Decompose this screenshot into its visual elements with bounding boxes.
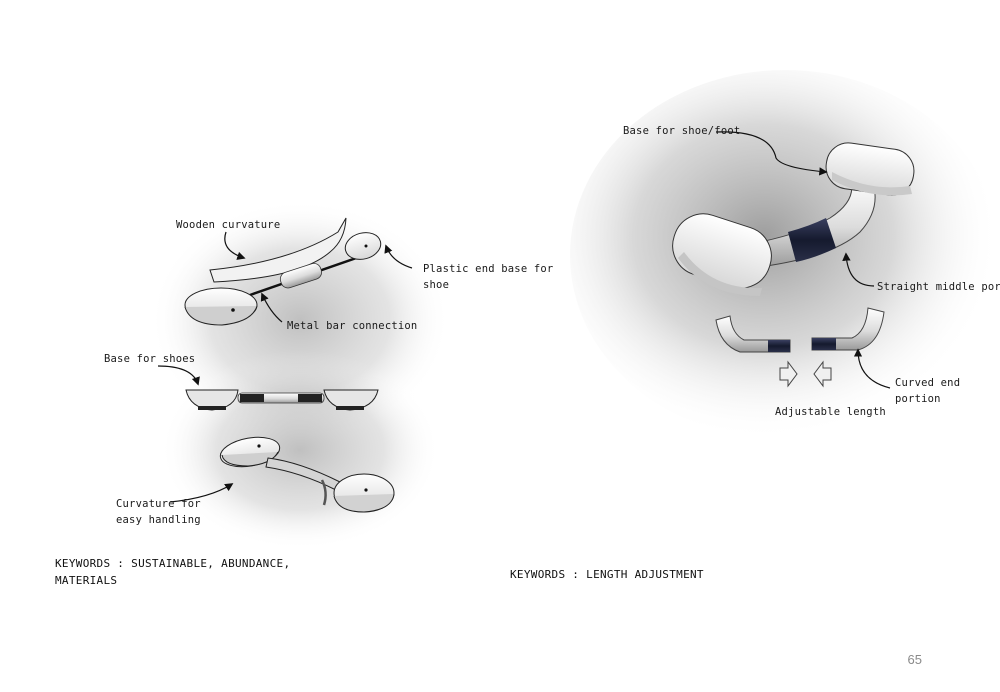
label-adjustable-length: Adjustable length (775, 404, 886, 420)
keywords-left: KEYWORDS : SUSTAINABLE, ABUNDANCE, MATER… (55, 555, 290, 589)
shadow-left-bottom (160, 350, 440, 550)
label-base-for-shoes: Base for shoes (104, 351, 195, 367)
label-curved-end: Curved end portion (895, 375, 960, 407)
page-number: 65 (908, 652, 922, 667)
label-curvature-handling: Curvature for easy handling (116, 496, 201, 528)
label-wooden-curvature: Wooden curvature (176, 217, 280, 233)
label-plastic-end-base: Plastic end base for shoe (423, 261, 553, 293)
label-straight-middle: Straight middle portion (877, 279, 1000, 295)
label-metal-bar-connection: Metal bar connection (287, 318, 417, 334)
keywords-right: KEYWORDS : LENGTH ADJUSTMENT (510, 566, 704, 583)
label-base-shoe-foot: Base for shoe/foot (623, 123, 740, 139)
